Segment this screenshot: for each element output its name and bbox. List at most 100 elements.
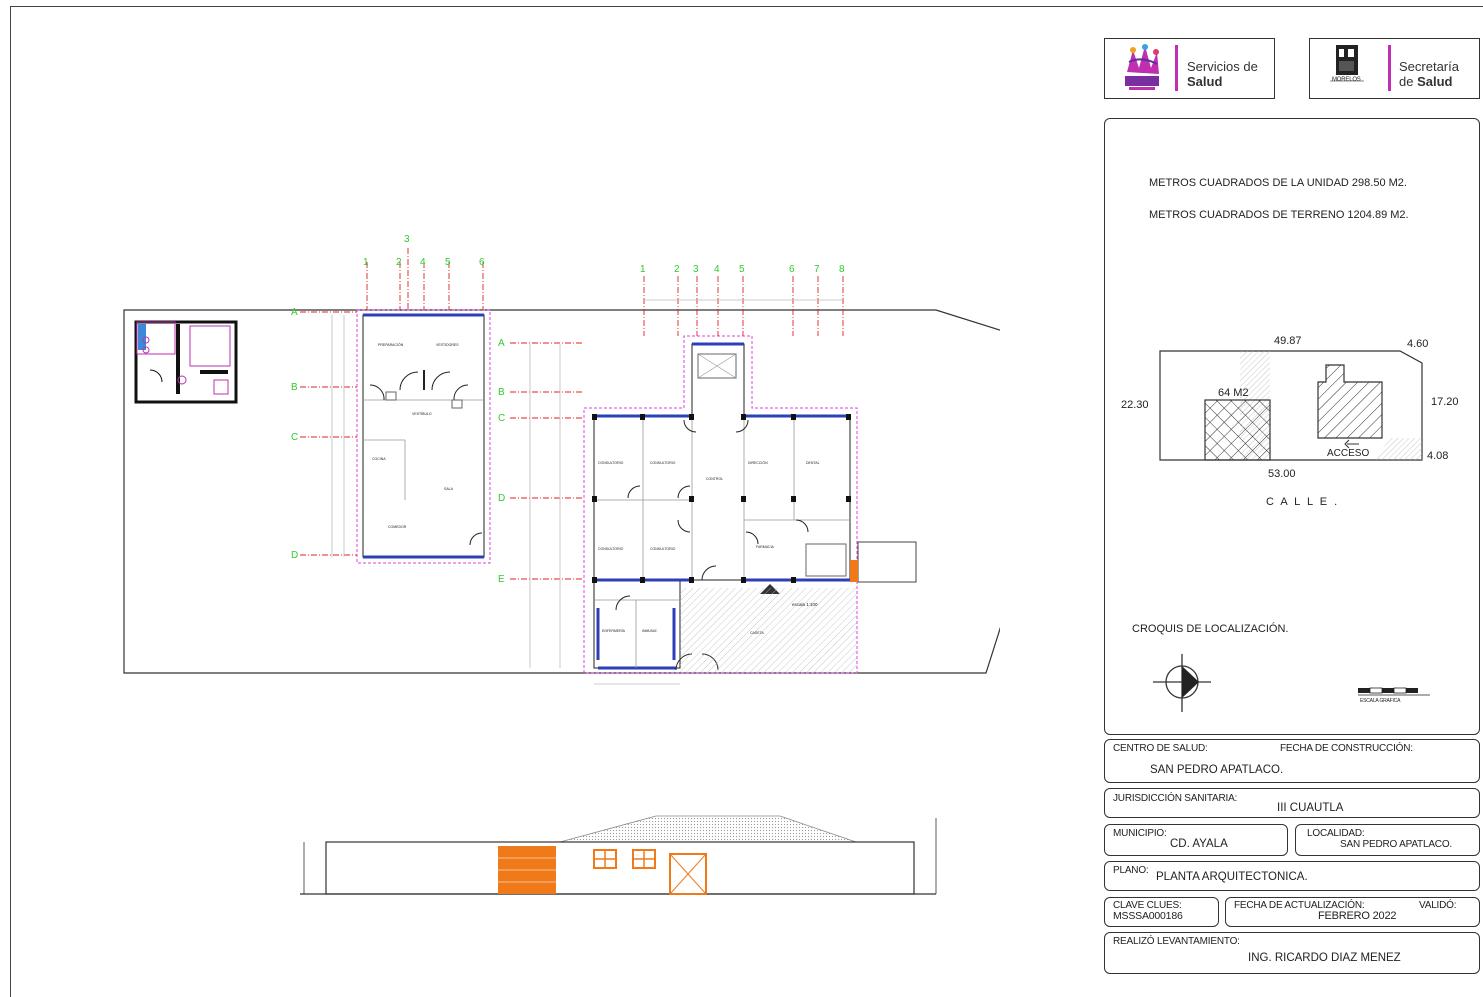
unit-building-hatch — [1317, 364, 1383, 439]
svg-text:CONSULTORIO: CONSULTORIO — [650, 547, 676, 551]
plan-scale-note: escala 1:100 — [792, 602, 818, 607]
dim-right: 17.20 — [1431, 396, 1459, 408]
clave-label: CLAVE CLUES: — [1113, 900, 1182, 911]
svg-text:PREPARACIÓN: PREPARACIÓN — [378, 342, 404, 347]
svg-text:INMUNIZ.: INMUNIZ. — [642, 629, 658, 633]
title-centro-box — [1104, 739, 1480, 783]
svg-text:CONSULTORIO: CONSULTORIO — [598, 547, 624, 551]
svg-text:C: C — [498, 413, 505, 424]
dim-top: 49.87 — [1274, 335, 1302, 347]
plano-value: PLANTA ARQUITECTONICA. — [1156, 871, 1308, 883]
svg-text:2: 2 — [674, 264, 680, 275]
svg-text:CASETA: CASETA — [750, 631, 764, 635]
svg-text:3: 3 — [693, 264, 699, 275]
svg-text:2: 2 — [396, 257, 402, 268]
svg-text:SALA: SALA — [444, 487, 454, 491]
svg-text:B: B — [498, 387, 505, 398]
svg-text:7: 7 — [814, 264, 820, 275]
access-arrow-icon — [1344, 439, 1359, 449]
clave-value: MSSSA000186 — [1113, 910, 1183, 922]
north-arrow-icon — [1153, 654, 1211, 712]
svg-text:6: 6 — [479, 257, 485, 268]
grid-lines — [300, 248, 844, 580]
svg-text:4: 4 — [420, 257, 426, 268]
title-municipio-box — [1104, 824, 1288, 856]
svg-text:E: E — [498, 574, 505, 585]
localidad-label: LOCALIDAD: — [1307, 828, 1365, 839]
valido-label: VALIDÓ: — [1419, 900, 1457, 911]
hatch-area-label: 64 M2 — [1218, 387, 1249, 399]
title-fecha-box — [1225, 897, 1480, 927]
title-localidad-box — [1295, 824, 1480, 856]
logo-divider — [1175, 45, 1178, 91]
existing-building-hatch — [1204, 399, 1271, 461]
dim-top-right: 4.60 — [1407, 338, 1429, 350]
street-label: C A L L E . — [1266, 496, 1340, 508]
municipio-label: MUNICIPIO: — [1113, 828, 1167, 839]
fecha-actualizacion-label: FECHA DE ACTUALIZACIÓN: — [1234, 900, 1365, 911]
svg-text:1: 1 — [640, 264, 646, 275]
realizo-value: ING. RICARDO DIAZ MENEZ — [1248, 952, 1401, 964]
jurisdiccion-label: JURISDICCIÓN SANITARIA: — [1113, 793, 1238, 804]
svg-text:3: 3 — [404, 234, 410, 245]
svg-text:1: 1 — [363, 257, 369, 268]
morelos-label: MORELOS — [1332, 77, 1361, 83]
title-jurisdiccion-box — [1104, 788, 1480, 818]
logo-divider — [1388, 45, 1391, 91]
svg-text:6: 6 — [789, 264, 795, 275]
svg-text:8: 8 — [839, 264, 845, 275]
graphic-scale-icon — [1358, 687, 1430, 696]
info-panel — [1104, 118, 1480, 735]
jurisdiccion-value: III CUAUTLA — [1277, 802, 1344, 814]
right-building: CONSULTORIO CONSULTORIO CONSULTORIO CONS… — [583, 335, 917, 674]
svg-text:DIRECCIÓN: DIRECCIÓN — [748, 460, 768, 465]
svg-text:C: C — [291, 432, 298, 443]
fecha-actualizacion-value: FEBRERO 2022 — [1318, 910, 1397, 922]
svg-text:D: D — [291, 550, 298, 561]
left-building: PREPARACIÓN VESTIDORES VESTÍBULO COCINA … — [356, 309, 491, 564]
fecha-construccion-label: FECHA DE CONSTRUCCIÓN: — [1280, 743, 1413, 754]
croquis-title: CROQUIS DE LOCALIZACIÓN. — [1132, 623, 1289, 635]
localidad-value: SAN PEDRO APATLACO. — [1340, 839, 1452, 850]
svg-text:DENTAL: DENTAL — [806, 461, 820, 465]
site-sketch — [1159, 350, 1423, 461]
svg-text:CONSULTORIO: CONSULTORIO — [650, 461, 676, 465]
title-realizo-box — [1104, 932, 1480, 974]
svg-text:A: A — [291, 307, 298, 318]
site-outline — [1159, 350, 1423, 461]
lot-outline — [123, 309, 1000, 674]
dim-bottom-right: 4.08 — [1427, 450, 1449, 462]
servicios-salud-emblem — [1125, 44, 1159, 90]
land-area-text: METROS CUADRADOS DE TERRENO 1204.89 M2. — [1149, 209, 1409, 221]
plano-label: PLANO: — [1113, 865, 1149, 876]
centro-value: SAN PEDRO APATLACO. — [1150, 764, 1284, 776]
sheet-frame — [10, 6, 1483, 997]
grid-labels: 1 2 3 4 5 6 A B C D 1 2 3 4 5 6 7 8 A B … — [291, 234, 845, 585]
corner-hatch — [1374, 438, 1422, 460]
svg-text:CONSULTORIO: CONSULTORIO — [598, 461, 624, 465]
dim-left: 22.30 — [1121, 399, 1149, 411]
svg-text:4: 4 — [714, 264, 720, 275]
svg-text:ENFERMERÍA: ENFERMERÍA — [602, 629, 626, 633]
realizo-label: REALIZÓ LEVANTAMIENTO: — [1113, 936, 1240, 947]
centro-label: CENTRO DE SALUD: — [1113, 743, 1208, 754]
svg-text:CONTROL: CONTROL — [706, 477, 723, 481]
municipio-value: CD. AYALA — [1170, 838, 1228, 850]
morelos-emblem — [1330, 45, 1364, 82]
facade-elevation — [300, 815, 937, 895]
unit-area-text: METROS CUADRADOS DE LA UNIDAD 298.50 M2. — [1149, 177, 1407, 189]
svg-text:VESTÍBULO: VESTÍBULO — [412, 412, 432, 416]
graphic-scale-label: ESCALA GRAFICA — [1360, 698, 1401, 704]
svg-text:COMEDOR: COMEDOR — [388, 525, 407, 529]
svg-text:D: D — [498, 493, 505, 504]
floor-plan-drawing: PREPARACIÓN VESTIDORES VESTÍBULO COCINA … — [123, 234, 1000, 895]
svg-text:COCINA: COCINA — [372, 457, 386, 461]
title-plano-box — [1104, 861, 1480, 891]
svg-text:VESTIDORES: VESTIDORES — [436, 343, 459, 347]
svg-text:5: 5 — [739, 264, 745, 275]
dim-bottom: 53.00 — [1268, 468, 1296, 480]
